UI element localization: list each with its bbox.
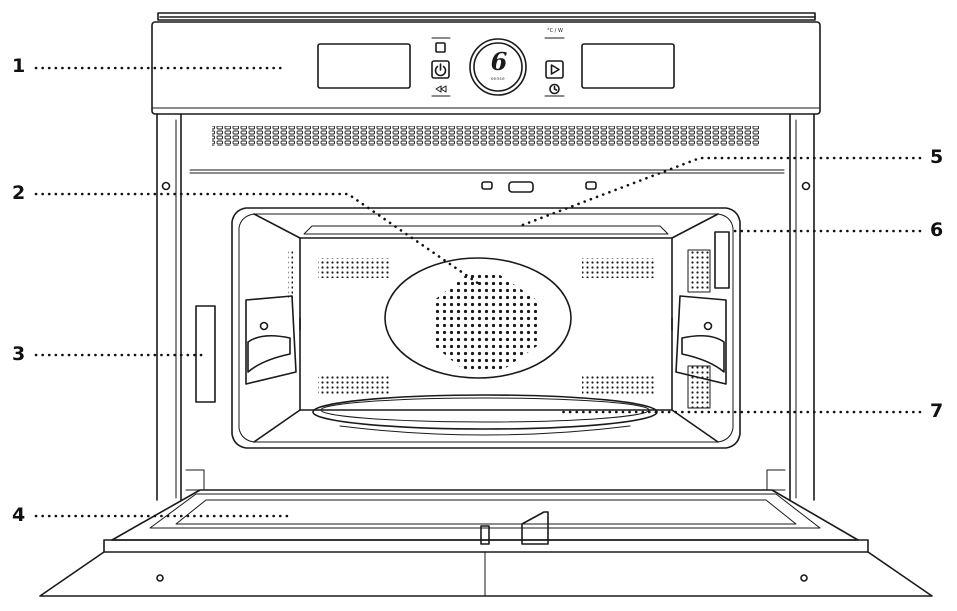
callout-2: 2: [12, 182, 26, 204]
temp-power-label: °C / W: [547, 28, 563, 34]
power-icon[interactable]: [431, 60, 450, 79]
screw-left: [161, 181, 171, 191]
vent-strip: [189, 126, 785, 174]
control-dial[interactable]: [469, 38, 527, 96]
dial-sense-label: sense: [490, 76, 506, 81]
right-wall-panels: [687, 231, 730, 409]
oven-cavity: [231, 207, 741, 449]
turntable-plate: [312, 394, 658, 436]
callout-3: 3: [12, 343, 26, 365]
open-door: [39, 469, 933, 597]
left-shelf-support: [245, 295, 301, 385]
start-play-icon[interactable]: [545, 60, 564, 79]
control-panel: [151, 21, 821, 115]
right-display: [581, 43, 675, 89]
leader-lines: [34, 66, 922, 518]
callout-5: 5: [930, 146, 944, 168]
timer-icon[interactable]: [549, 83, 560, 95]
callout-7: 7: [930, 400, 944, 422]
dial-number: 6: [490, 47, 508, 76]
callout-1: 1: [12, 55, 26, 77]
callout-6: 6: [930, 219, 944, 241]
left-display: [317, 43, 411, 89]
back-icon[interactable]: [435, 85, 447, 93]
top-trim: [157, 12, 816, 21]
oven-frame: [156, 113, 815, 501]
side-plate: [195, 305, 216, 403]
leader-5: [518, 156, 922, 228]
fan-grill: [384, 257, 572, 379]
stop-square-icon[interactable]: [435, 42, 446, 53]
door-sensors: [481, 181, 597, 193]
screw-right: [801, 181, 811, 191]
callout-4: 4: [12, 504, 26, 526]
right-shelf-support: [671, 295, 727, 385]
